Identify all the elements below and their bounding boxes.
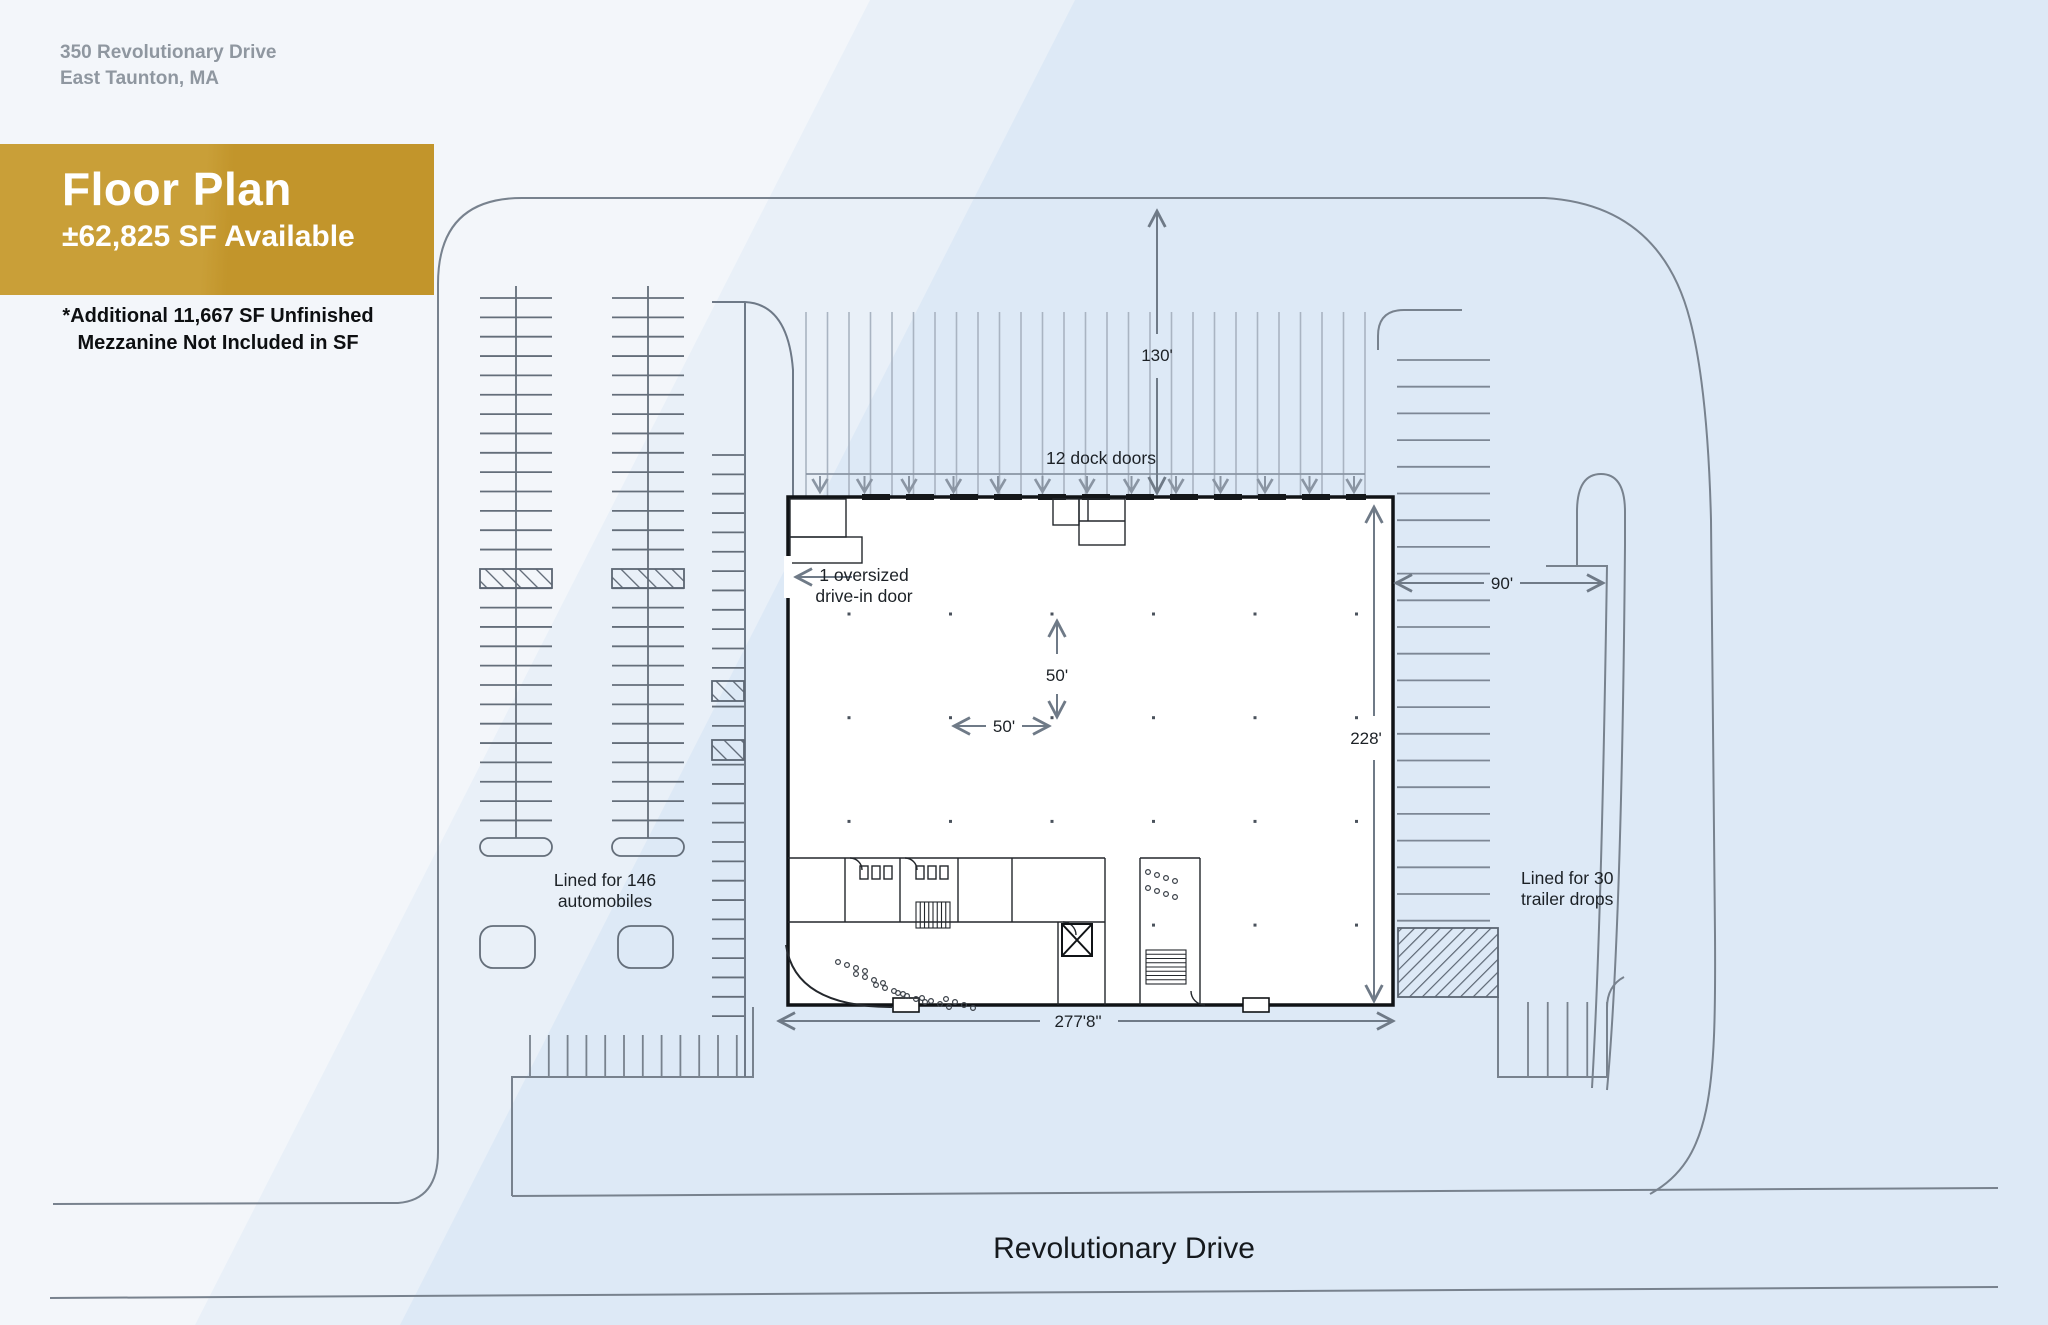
available-sf: ±62,825 SF Available — [62, 220, 355, 253]
title-banner: Floor Plan ±62,825 SF Available — [0, 144, 434, 295]
dimension-lines — [780, 212, 1602, 1021]
stair-1 — [915, 901, 951, 929]
address-line-2: East Taunton, MA — [60, 68, 220, 89]
label-autos-2: automobiles — [558, 891, 653, 911]
plan-labels: 12 dock doors 1 oversized drive-in door … — [554, 448, 1614, 1265]
trailer-stalls-north — [805, 312, 1366, 496]
background-left-light — [0, 0, 870, 1325]
building-outline — [786, 495, 1395, 1007]
parking-row-structure — [479, 286, 685, 969]
page-title: Floor Plan — [62, 163, 292, 215]
dim-building-depth: 228' — [1350, 729, 1382, 748]
stair-2 — [1145, 949, 1187, 985]
dim-bay-depth: 50' — [1046, 666, 1068, 685]
property-address: 350 Revolutionary Drive East Taunton, MA — [60, 40, 276, 92]
dim-north-yard: 130' — [1141, 346, 1173, 365]
label-trailers-1: Lined for 30 — [1521, 868, 1614, 888]
label-autos-1: Lined for 146 — [554, 870, 656, 890]
note-line-1: *Additional 11,667 SF Unfinished — [62, 305, 374, 327]
trailer-drop-stalls-east — [1397, 359, 1490, 922]
entry-vestibules — [892, 997, 1270, 1013]
label-street-name: Revolutionary Drive — [993, 1232, 1255, 1265]
dimension-labels: 130' 228' 277'8" 90' 50' 50' — [993, 346, 1513, 1031]
label-drive-in-1: 1 oversized — [819, 565, 909, 585]
note-line-2: Mezzanine Not Included in SF — [77, 332, 359, 354]
parking-stalls-south — [529, 1035, 738, 1076]
dim-bay-width: 50' — [993, 717, 1015, 736]
dim-east-yard: 90' — [1491, 574, 1513, 593]
landscape-hatch-islands — [479, 568, 1499, 998]
office-furniture — [834, 868, 1178, 1011]
elevator — [1061, 923, 1093, 957]
label-trailers-2: trailer drops — [1521, 889, 1614, 909]
label-dock-doors: 12 dock doors — [1046, 448, 1156, 468]
drive-in-door-opening — [784, 556, 792, 598]
parking-row-3 — [712, 454, 744, 1018]
dim-building-width: 277'8" — [1054, 1012, 1101, 1031]
dock-door-arrows — [811, 476, 1363, 495]
address-line-1: 350 Revolutionary Drive — [60, 42, 277, 63]
parking-stalls-southeast — [1527, 1002, 1608, 1076]
label-drive-in-2: drive-in door — [815, 586, 912, 606]
mezzanine-note: *Additional 11,667 SF Unfinished Mezzani… — [0, 303, 436, 357]
site-roads — [49, 197, 1999, 1299]
building — [784, 494, 1395, 1013]
interior-walls — [785, 498, 1206, 1008]
